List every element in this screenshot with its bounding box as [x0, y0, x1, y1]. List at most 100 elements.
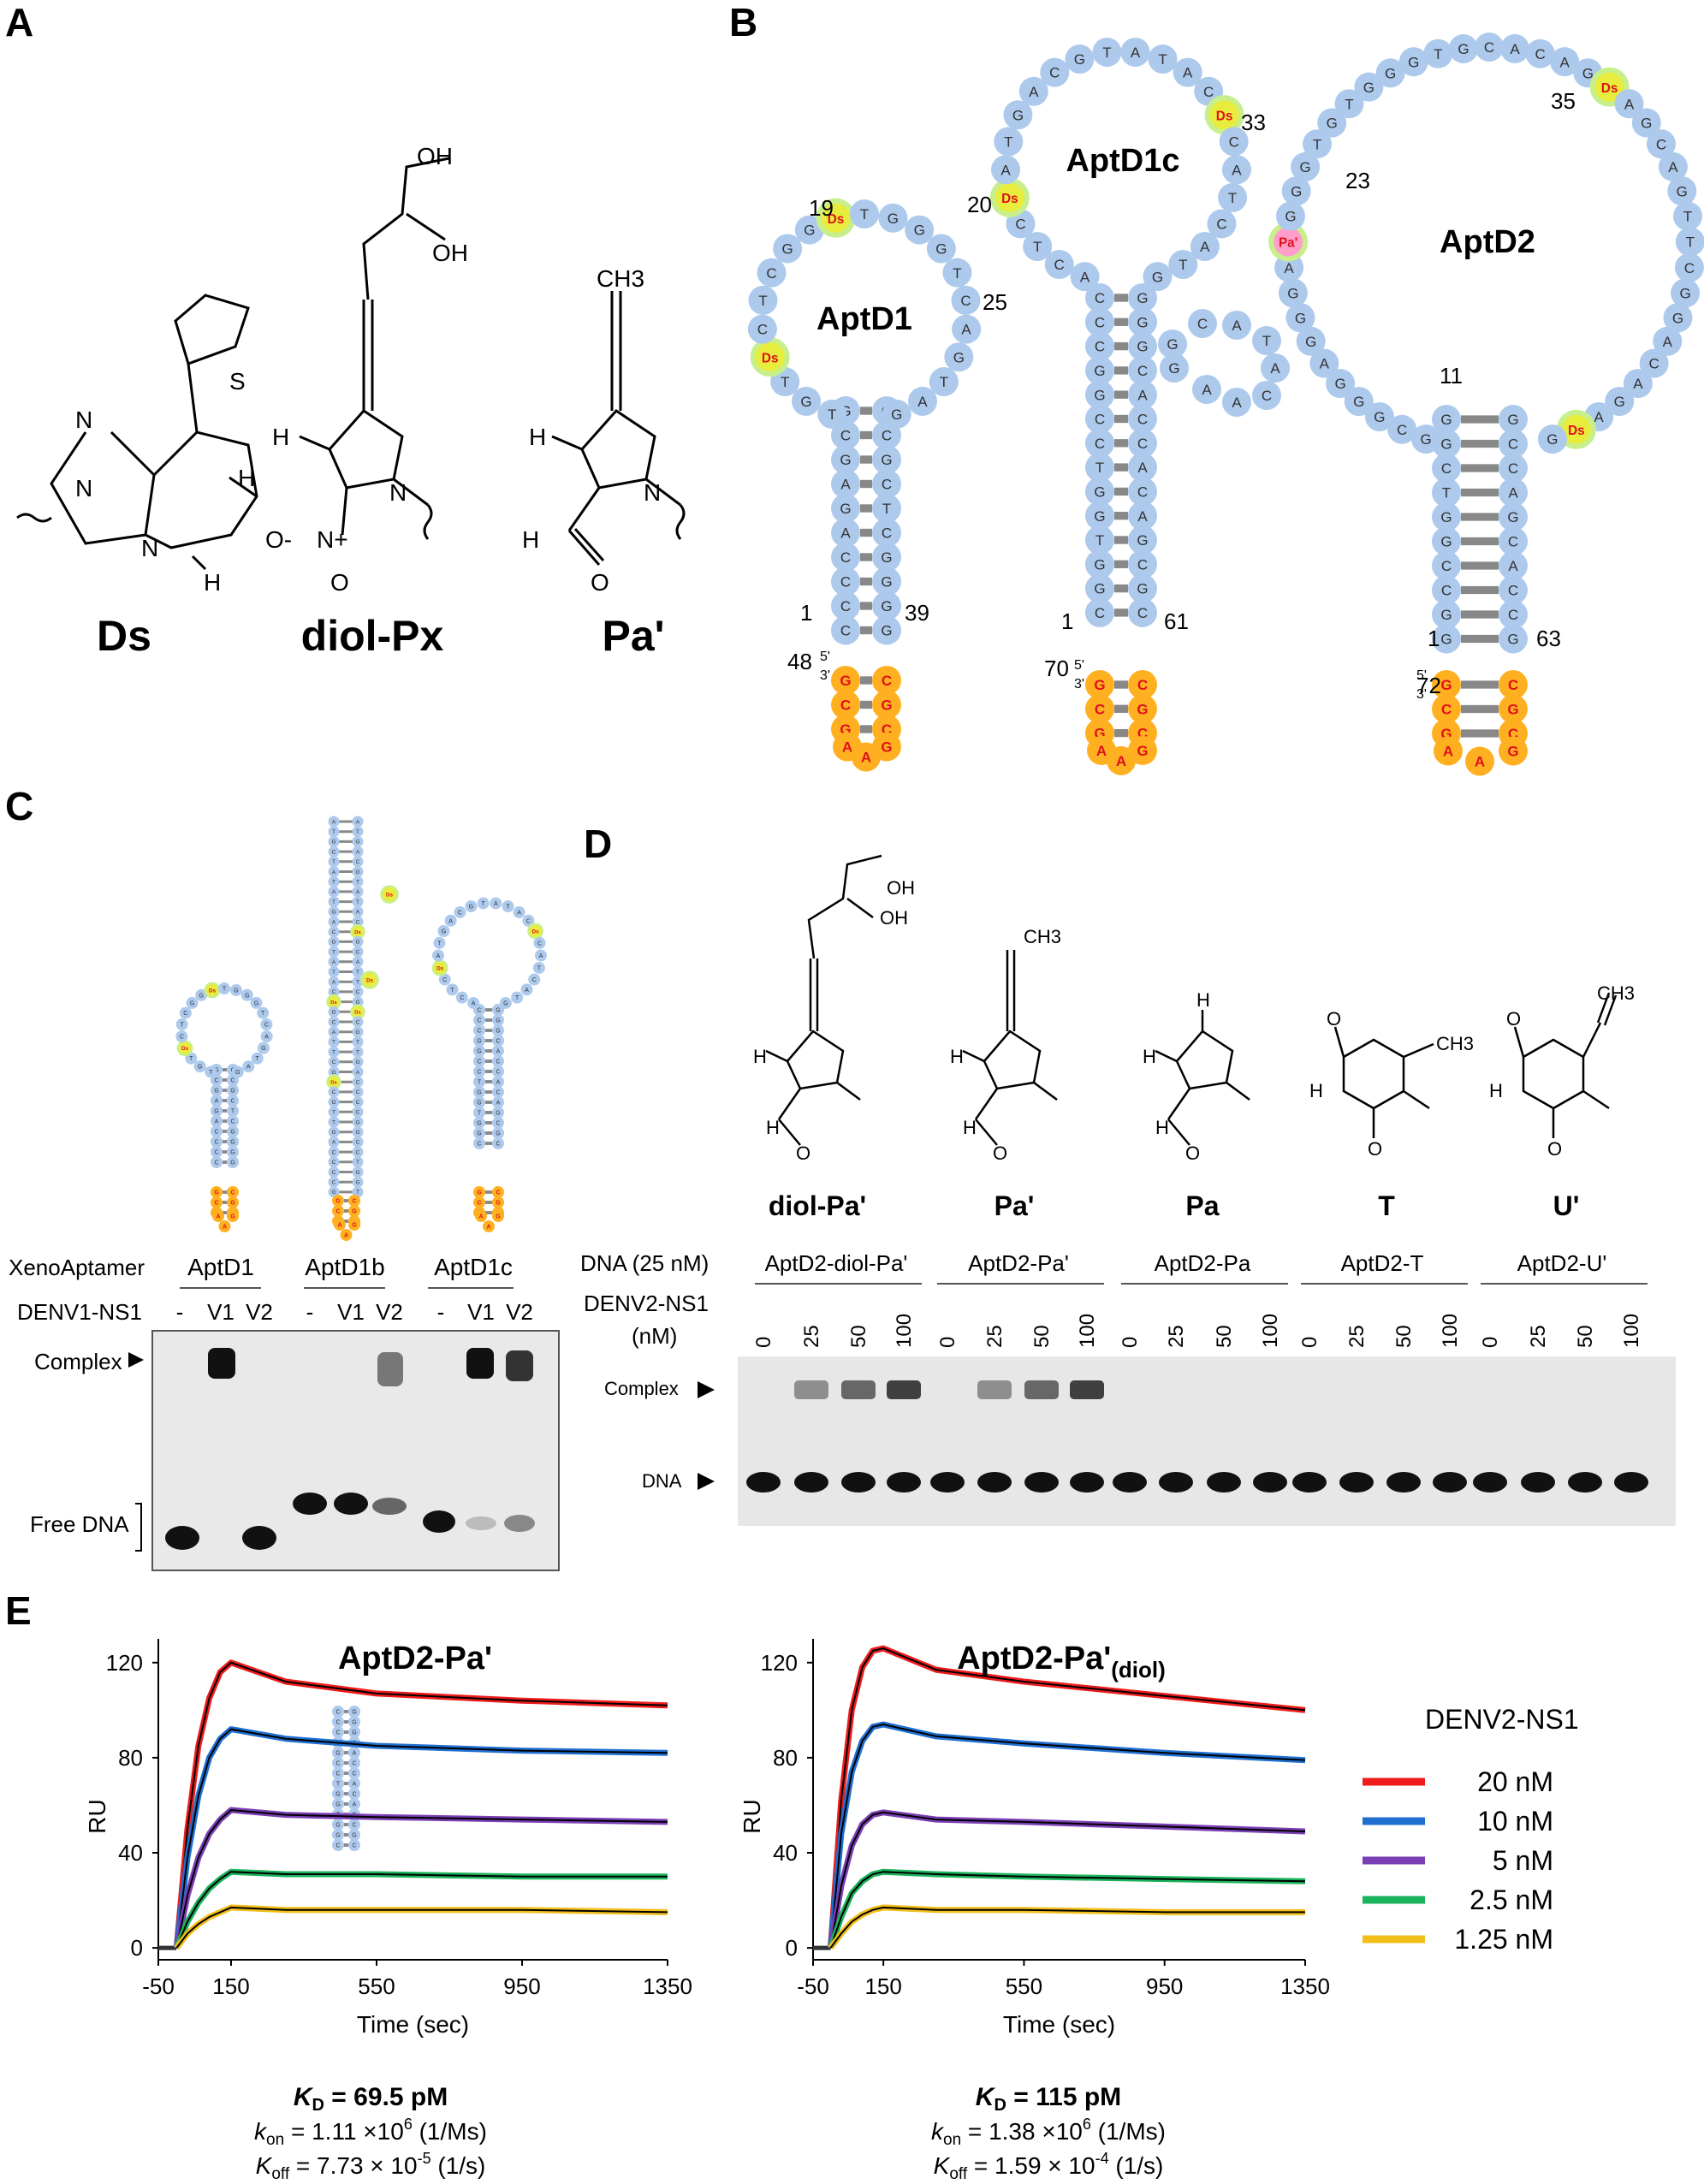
- nucleotide: [348, 1205, 360, 1217]
- nucleotide-label: C: [1015, 217, 1025, 233]
- concentration-label: 25: [800, 1325, 823, 1348]
- nucleotide-label: G: [1137, 532, 1148, 549]
- nucleotide: [195, 988, 208, 1001]
- nucleotide-label: G: [1440, 607, 1452, 623]
- nucleotide: [211, 1105, 223, 1117]
- nucleotide-label: G: [1137, 743, 1148, 759]
- nucleotide: [872, 666, 901, 695]
- nucleotide: [1432, 670, 1461, 699]
- nucleotide: [352, 1146, 364, 1158]
- concentration-label: 50: [1574, 1325, 1597, 1348]
- nucleotide-label: A: [539, 953, 543, 959]
- nucleotide: [352, 1126, 364, 1138]
- nucleotide-label: T: [860, 206, 869, 223]
- koff-value: Koff = 1.59 × 10-4 (1/s): [934, 2150, 1164, 2183]
- nucleotide: [492, 1117, 504, 1129]
- nucleotide-label: C: [882, 428, 892, 444]
- nucleotide-label: Pa': [1279, 236, 1297, 251]
- atom-h: H: [238, 465, 255, 491]
- nucleotide-label: G: [1167, 336, 1178, 353]
- nucleotide: [926, 234, 956, 264]
- nucleotide: [332, 1757, 344, 1769]
- concentration-label: 0: [1119, 1337, 1142, 1348]
- nucleotide: [533, 936, 546, 949]
- pos-label: 20: [967, 192, 992, 217]
- nucleotide: [792, 386, 822, 416]
- nucleotide: [872, 690, 901, 720]
- nucleotide-label: C: [477, 1018, 481, 1024]
- nucleotide-label: G: [1458, 41, 1469, 57]
- plot-title: AptD2-Pa': [338, 1641, 492, 1677]
- nucleotide: [211, 1136, 223, 1148]
- nucleotide: [212, 1210, 224, 1222]
- nucleotide-label: G: [1137, 581, 1148, 597]
- atom-o: O: [1506, 1008, 1521, 1030]
- nucleotide-label: C: [1441, 558, 1452, 574]
- nucleotide-label: G: [199, 993, 204, 999]
- nucleotide: [1475, 33, 1504, 62]
- nucleotide-label: T: [336, 1782, 341, 1788]
- nucleotide: [773, 234, 803, 264]
- nucleotide-label: G: [469, 905, 473, 911]
- nucleotide: [227, 1156, 239, 1168]
- nucleotide-label: A: [332, 869, 336, 875]
- nucleotide-label: C: [1095, 412, 1105, 428]
- nucleotide: [1128, 573, 1157, 603]
- nucleotide-label: C: [477, 1070, 481, 1076]
- nucleotide-label: A: [448, 918, 453, 924]
- nucleotide-label: G: [355, 1000, 359, 1006]
- group-name: AptD2-Pa: [1155, 1250, 1251, 1276]
- nucleotide: [1432, 502, 1461, 531]
- nucleotide: [1160, 353, 1189, 383]
- nucleotide-label: T: [1158, 51, 1167, 68]
- pos-label: 70: [1044, 656, 1069, 681]
- concentration-label: 0: [936, 1337, 959, 1348]
- nucleotide-label: T: [332, 859, 335, 865]
- nucleotide: [1354, 72, 1384, 102]
- nucleotide-label: A: [353, 1782, 357, 1788]
- nucleotide: [492, 1065, 504, 1077]
- nucleotide-label: G: [335, 1199, 341, 1205]
- nucleotide-label: G: [355, 869, 359, 875]
- nucleotide: [1044, 249, 1074, 279]
- nucleotide-label: T: [940, 374, 948, 390]
- nucleotide-label: A: [486, 1225, 490, 1231]
- nucleotide: [529, 925, 542, 938]
- nucleotide: [1065, 45, 1095, 74]
- panel-d-base-names: diol-Pa' Pa' Pa T U': [769, 1190, 1580, 1221]
- nucleotide: [328, 1096, 340, 1108]
- nucleotide: [211, 1156, 223, 1168]
- nucleotide-label: G: [881, 697, 892, 714]
- nucleotide-label: A: [1137, 460, 1148, 476]
- nucleotide: [1432, 454, 1461, 483]
- nucleotide-label: T: [478, 1080, 482, 1086]
- atom-o: O: [1368, 1138, 1382, 1160]
- nucleotide-label: T: [882, 501, 891, 517]
- nucleotide-label: C: [230, 1119, 235, 1125]
- nucleotide: [227, 1186, 239, 1198]
- nucleotide-label: G: [331, 910, 335, 916]
- series-line: [173, 1726, 668, 1949]
- nucleotide-label: G: [496, 1018, 500, 1024]
- nucleotide: [352, 966, 364, 977]
- nucleotide: [328, 1186, 340, 1198]
- nucleotide: [1023, 232, 1053, 262]
- nucleotide: [1128, 501, 1157, 531]
- atom-h: H: [204, 569, 221, 596]
- nucleotide: [227, 1125, 239, 1137]
- nucleotide-label: G: [840, 673, 851, 689]
- nucleotide-label: Ds: [1216, 109, 1233, 123]
- nucleotide-label: A: [332, 919, 336, 925]
- nucleotide-label: C: [214, 1201, 218, 1207]
- nucleotide-label: C: [477, 1059, 481, 1065]
- nucleotide: [328, 816, 340, 828]
- nucleotide: [473, 1035, 485, 1047]
- atom-o: O: [591, 569, 609, 596]
- nucleotide: [1278, 278, 1308, 308]
- nucleotide: [434, 961, 447, 974]
- nucleotide: [1143, 262, 1173, 292]
- nucleotide: [211, 1196, 223, 1208]
- nucleotide: [328, 1016, 340, 1028]
- nucleotide-label: Ds: [1001, 192, 1018, 206]
